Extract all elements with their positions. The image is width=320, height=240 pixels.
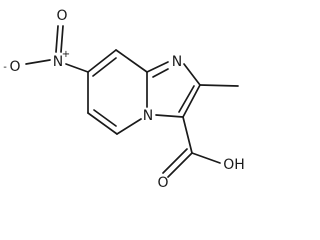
- bond-c8a-n1-inner: [152, 68, 169, 78]
- atom-carbonyl-o: O: [157, 175, 168, 191]
- bond-carboxyl-c-o-double-2: [162, 148, 188, 174]
- bond-nitro-n-c7: [65, 63, 89, 73]
- bond-c3-carboxyl-c: [182, 116, 193, 154]
- bond-nitro-n-o-top: [55, 25, 59, 53]
- charge-nitro-n: +: [62, 49, 70, 60]
- atom-imidazole-n: N: [172, 54, 182, 70]
- bond-c7-c8: [87, 49, 117, 73]
- bond-c3-n4: [155, 114, 184, 118]
- atom-nitro-n: N: [53, 54, 63, 70]
- bond-n1-c2: [183, 63, 201, 86]
- bond-c2-methyl: [199, 84, 239, 87]
- bond-c8a-n1: [146, 61, 169, 73]
- bond-n4-c5: [116, 118, 142, 135]
- bond-c5-c6: [87, 112, 118, 135]
- bond-c5-c6-inner: [93, 109, 117, 127]
- bond-c2-c3: [182, 84, 201, 118]
- charge-nitro-o-left: -: [3, 62, 7, 73]
- bond-nitro-n-o-left: [25, 59, 51, 65]
- chemical-structure-diagram: O - N + O N N O OH: [3, 8, 245, 191]
- bond-c8-c8a: [115, 49, 148, 73]
- bond-c7-c8-inner: [92, 57, 117, 77]
- bond-carboxyl-c-oh: [191, 152, 221, 164]
- atom-nitro-o-top: O: [56, 8, 67, 24]
- atom-hydroxyl: OH: [223, 157, 245, 173]
- atom-bridgehead-n: N: [143, 108, 153, 124]
- bond-nitro-n-o-top-double: [60, 25, 64, 53]
- bond-c2-c3-inner: [178, 85, 195, 113]
- atom-nitro-o-left: O: [9, 59, 20, 75]
- bond-carboxyl-c-o-double: [167, 152, 193, 178]
